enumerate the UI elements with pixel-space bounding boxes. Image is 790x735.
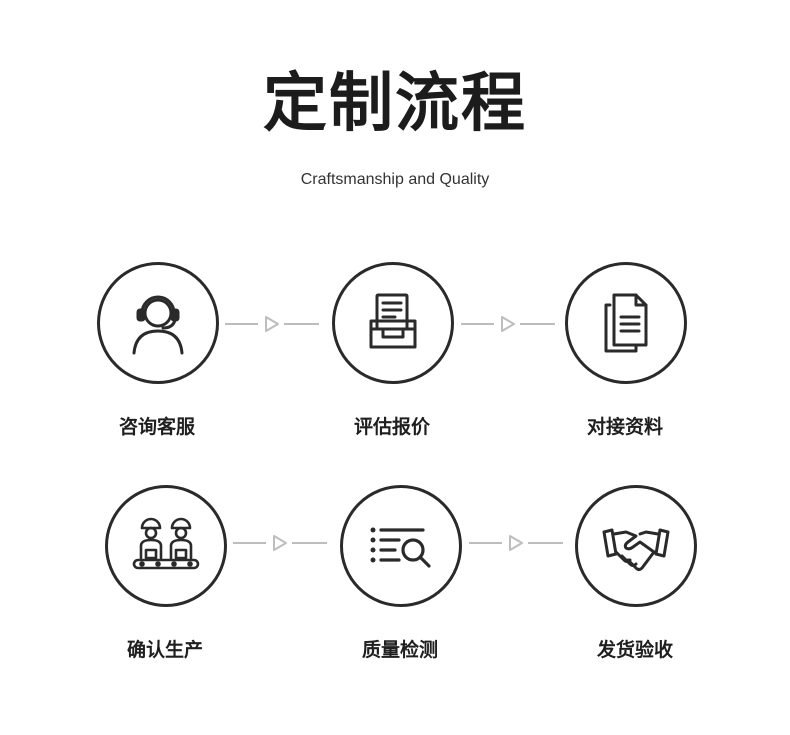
list-magnifier-icon <box>370 527 431 568</box>
step-materials: 对接资料 <box>545 262 705 462</box>
step-production: 确认生产 <box>85 485 245 685</box>
handshake-icon <box>602 528 670 571</box>
step-inspection: 质量检测 <box>320 485 480 685</box>
step-consult: 咨询客服 <box>77 262 237 462</box>
step-circle <box>332 262 454 384</box>
step-circle <box>340 485 462 607</box>
page-title: 定制流程 <box>263 67 527 141</box>
page-subtitle: Craftsmanship and Quality <box>300 171 490 188</box>
flow-arrow <box>466 533 566 553</box>
flow-arrow <box>222 314 322 334</box>
step-label: 评估报价 <box>353 416 430 438</box>
step-circle <box>575 485 697 607</box>
step-label: 咨询客服 <box>118 416 195 438</box>
step-label: 对接资料 <box>586 416 663 438</box>
step-label: 质量检测 <box>361 639 438 661</box>
step-label: 发货验收 <box>596 639 673 661</box>
step-quote: 评估报价 <box>312 262 472 462</box>
customer-service-headset-icon <box>132 295 184 355</box>
factory-workers-icon <box>132 517 200 570</box>
documents-copy-icon <box>604 293 648 353</box>
flow-arrow <box>458 314 558 334</box>
step-circle <box>97 262 219 384</box>
step-delivery: 发货验收 <box>555 485 715 685</box>
step-circle <box>105 485 227 607</box>
document-tray-icon <box>369 293 417 349</box>
step-circle <box>565 262 687 384</box>
flow-arrow <box>230 533 330 553</box>
step-label: 确认生产 <box>126 639 203 661</box>
